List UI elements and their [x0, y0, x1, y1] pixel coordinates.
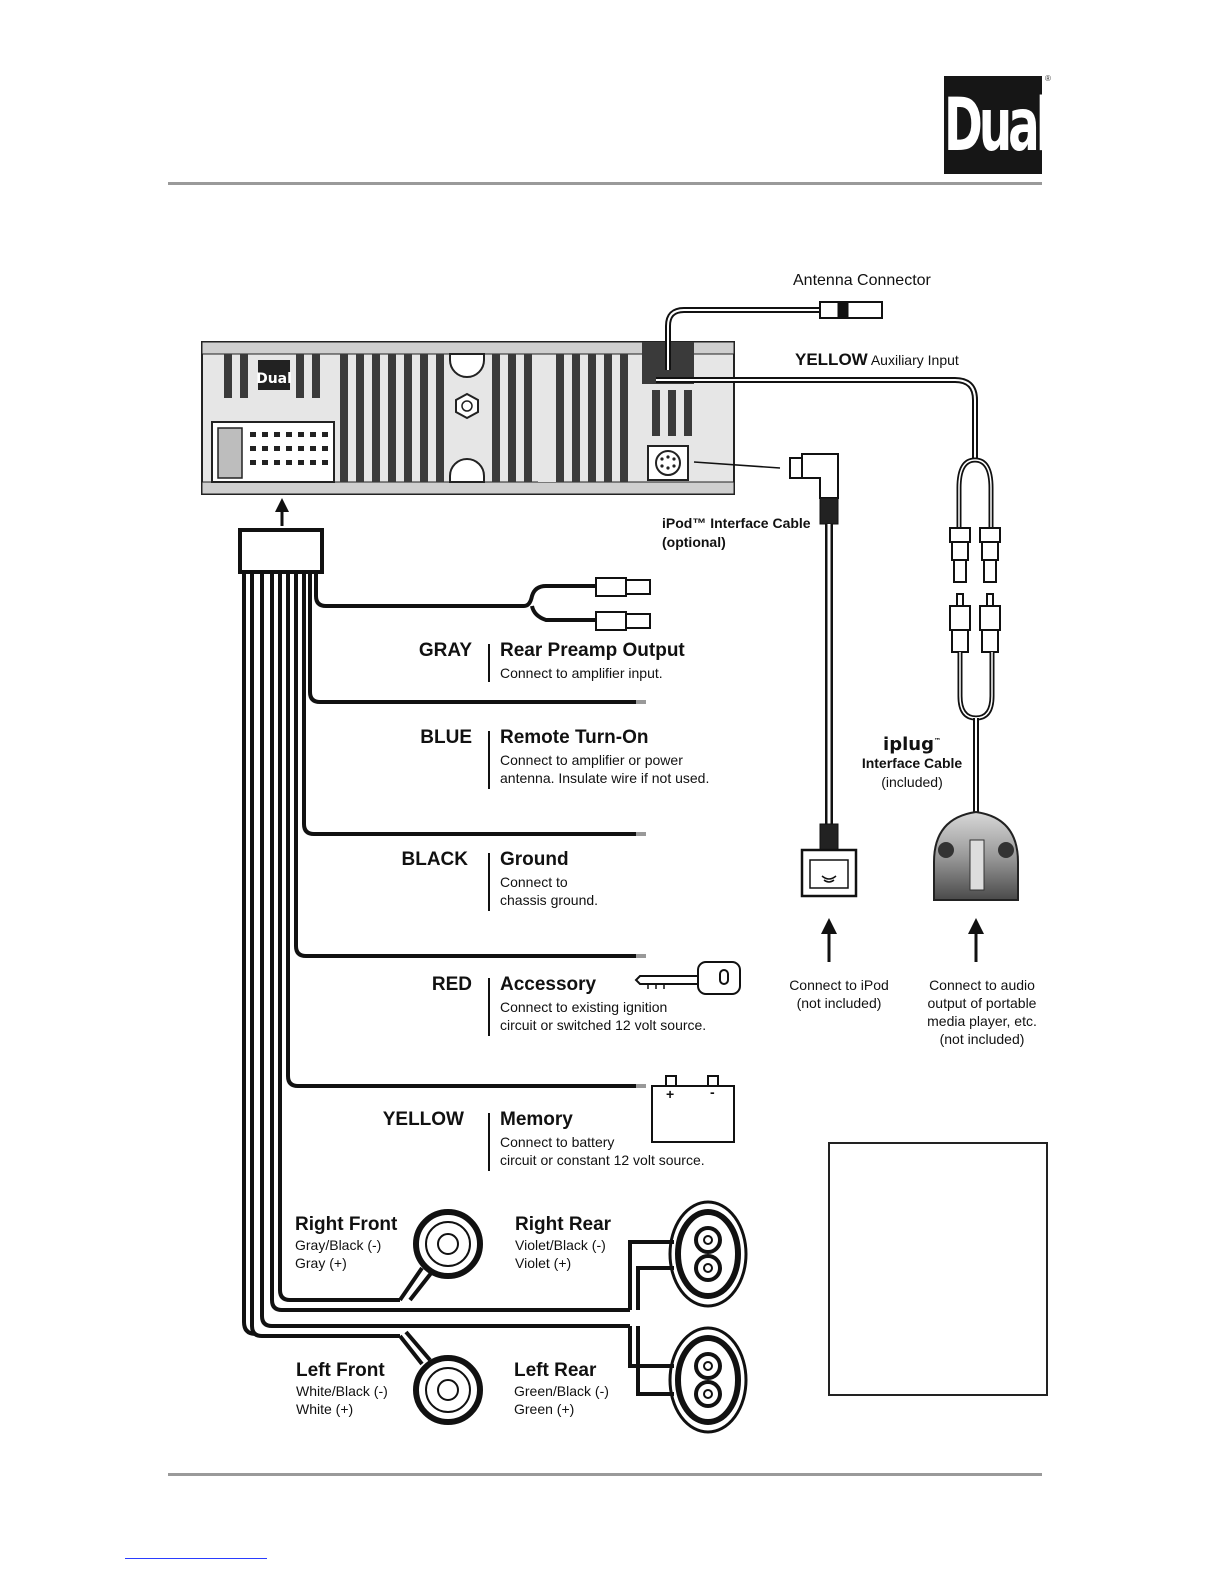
iplug-tm: ™	[933, 737, 941, 745]
dual-logo: Dual	[944, 76, 1042, 174]
speaker-pos: White (+)	[296, 1401, 354, 1417]
aux-text: Auxiliary Input	[870, 352, 959, 368]
iplug-brand: iplug™	[852, 732, 972, 754]
wire-title-ground: Ground	[500, 849, 569, 870]
header-rule	[168, 182, 1042, 185]
ipod-cable-label: iPod™ Interface Cable (optional)	[662, 514, 811, 552]
wire-desc-accessory-1: Connect to existing ignition	[500, 999, 668, 1015]
speaker-neg: Violet/Black (-)	[515, 1237, 606, 1253]
connect-ipod-line2: (not included)	[796, 995, 882, 1011]
speaker-neg: Gray/Black (-)	[295, 1237, 382, 1253]
divider	[488, 978, 490, 1036]
wire-desc-memory-2: circuit or constant 12 volt source.	[500, 1152, 705, 1168]
wire-color-blue: BLUE	[420, 727, 472, 748]
left-front-speaker	[398, 1330, 483, 1425]
speaker-name: Left Rear	[514, 1360, 597, 1381]
speaker-label-right-rear: Right Rear Violet/Black (-) Violet (+)	[515, 1214, 611, 1272]
connect-arrows	[821, 918, 984, 962]
battery-minus: -	[710, 1084, 715, 1100]
ipod-cable-line1: iPod™ Interface Cable	[662, 515, 811, 531]
ignition-key-icon	[634, 961, 741, 995]
speaker-label-right-front: Right Front Gray/Black (-) Gray (+)	[295, 1214, 397, 1272]
ipod-cable	[693, 453, 858, 898]
wire-title-memory: Memory	[500, 1109, 573, 1130]
iplug-line2: (included)	[881, 774, 943, 790]
harness-plug	[238, 528, 324, 574]
speaker-pos: Green (+)	[514, 1401, 575, 1417]
right-front-speaker	[398, 1209, 483, 1302]
aux-cable	[656, 377, 1001, 818]
battery-icon	[651, 1075, 735, 1143]
wire-desc-ground-2: chassis ground.	[500, 892, 599, 908]
divider	[488, 644, 490, 682]
logo-text: Dual	[944, 84, 1042, 168]
divider	[488, 853, 490, 911]
wire-desc-accessory-2: circuit or switched 12 volt source.	[500, 1017, 707, 1033]
wire-color-red: RED	[431, 974, 472, 995]
speaker-label-left-front: Left Front White/Black (-) White (+)	[296, 1360, 388, 1418]
left-rear-speaker	[628, 1326, 748, 1434]
iplug-device	[933, 810, 1019, 901]
iplug-brand-text: iplug	[883, 734, 934, 755]
speaker-pos: Violet (+)	[515, 1255, 572, 1271]
wire-color-gray: GRAY	[418, 640, 472, 661]
wire-desc-remote-1: Connect to amplifier or power	[500, 752, 683, 768]
speaker-name: Right Front	[295, 1214, 398, 1235]
aux-label: YELLOW Auxiliary Input	[795, 350, 959, 370]
harness-arrow	[275, 498, 289, 526]
speaker-neg: Green/Black (-)	[514, 1383, 609, 1399]
connect-ipod-line1: Connect to iPod	[789, 977, 889, 993]
speaker-label-left-rear: Left Rear Green/Black (-) Green (+)	[514, 1360, 609, 1418]
wire-color-black: BLACK	[401, 849, 469, 870]
divider	[488, 731, 490, 789]
connect-audio-line4: (not included)	[939, 1031, 1025, 1047]
rear-preamp-rca	[523, 577, 651, 631]
speaker-name: Left Front	[296, 1360, 385, 1381]
wire-desc-remote-2: antenna. Insulate wire if not used.	[500, 770, 710, 786]
registered-mark: ®	[1045, 74, 1051, 83]
connect-audio-line2: output of portable	[927, 995, 1037, 1011]
speaker-neg: White/Black (-)	[296, 1383, 388, 1399]
wire-title-accessory: Accessory	[500, 974, 597, 995]
connect-audio-line3: media player, etc.	[927, 1013, 1037, 1029]
wire-color-yellow: YELLOW	[382, 1109, 464, 1130]
wire-title-remote: Remote Turn-On	[500, 727, 649, 748]
antenna-cable	[665, 301, 883, 370]
connect-audio-caption: Connect to audio output of portable medi…	[912, 976, 1052, 1048]
divider	[488, 1113, 490, 1171]
aux-color: YELLOW	[795, 350, 868, 369]
antenna-label: Antenna Connector	[793, 272, 931, 289]
iplug-label: iplug™ Interface Cable (included)	[852, 732, 972, 792]
iplug-line1: Interface Cable	[861, 755, 963, 771]
battery-plus: +	[666, 1086, 675, 1102]
head-unit-rear: Dual	[201, 341, 735, 495]
footer-rule	[168, 1473, 1042, 1476]
wire-desc-preamp: Connect to amplifier input.	[500, 665, 663, 681]
note-box	[828, 1142, 1048, 1396]
connect-audio-line1: Connect to audio	[929, 977, 1035, 993]
speaker-name: Right Rear	[515, 1214, 612, 1235]
speaker-pos: Gray (+)	[295, 1255, 347, 1271]
unit-logo-text: Dual	[256, 371, 292, 387]
wire-tips	[636, 700, 646, 1088]
connect-ipod-caption: Connect to iPod (not included)	[779, 976, 899, 1012]
right-rear-speaker	[628, 1200, 748, 1310]
ipod-cable-line2: (optional)	[662, 534, 726, 550]
footer-link-underline	[125, 1558, 267, 1559]
wire-title-preamp: Rear Preamp Output	[500, 640, 685, 661]
wire-desc-memory-1: Connect to battery	[500, 1134, 615, 1150]
harness-wires	[242, 572, 636, 1338]
wire-desc-ground-1: Connect to	[500, 874, 568, 890]
